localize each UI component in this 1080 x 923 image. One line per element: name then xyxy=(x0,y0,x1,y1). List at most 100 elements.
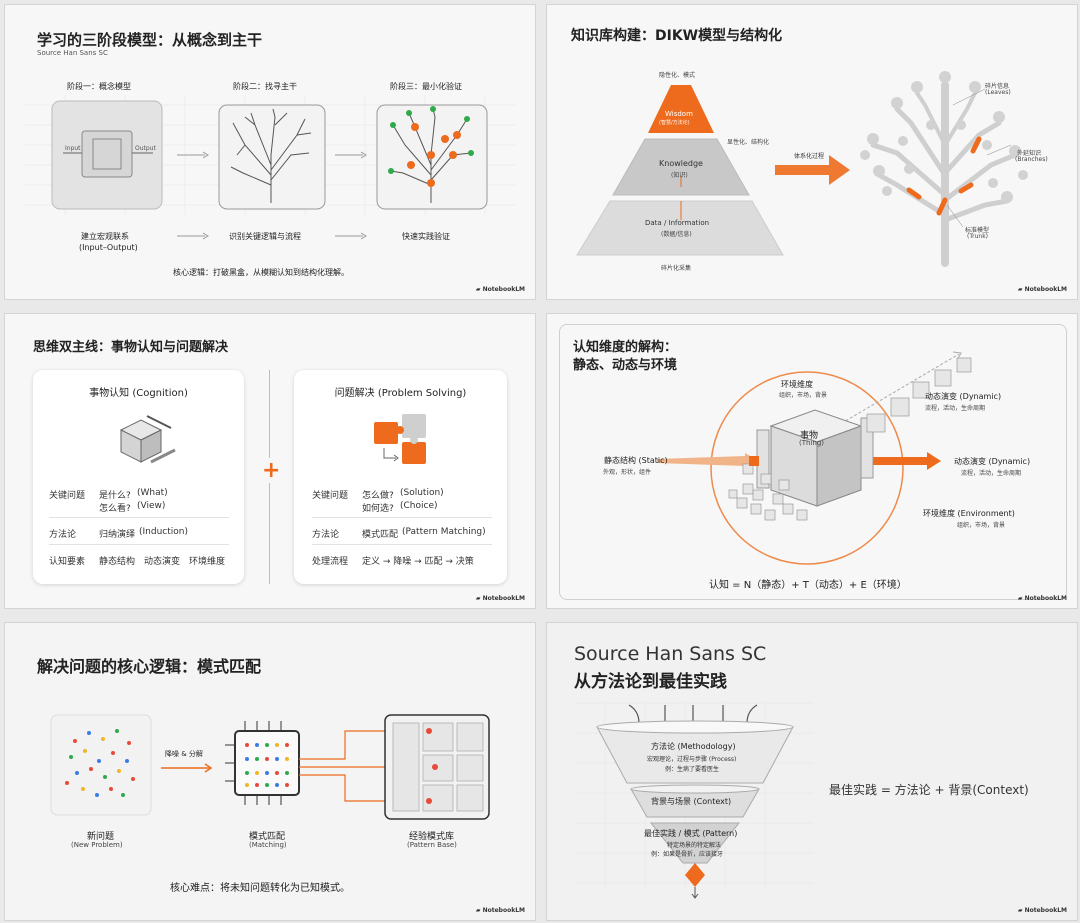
knowledge-tree xyxy=(870,81,1018,267)
cognition-method-en: (Induction) xyxy=(139,527,188,537)
notebooklm-badge: NotebookLM xyxy=(476,907,525,914)
notebooklm-badge: NotebookLM xyxy=(1018,286,1067,293)
card-title: 问题解决 (Problem Solving) xyxy=(334,388,467,399)
dynamic-mid-sub: 流程，活动，生命周期 xyxy=(961,470,1022,477)
slide-title-line-2: 从方法论到最佳实践 xyxy=(574,672,727,692)
slide-title-line-1: 认知维度的解构： xyxy=(573,340,678,355)
thing-label: 事物 xyxy=(800,431,819,441)
cognition-method: 归纳演绎 xyxy=(99,530,136,540)
process-arrow xyxy=(775,155,850,185)
formula: 认知 = N（静态）+ T（动态）+ E（环境） xyxy=(709,580,907,591)
stage-three-label: 阶段三：最小化验证 xyxy=(390,82,462,91)
label-wisdom: Wisdom xyxy=(665,110,693,118)
label-trunk-en: (Trunk) xyxy=(967,233,989,240)
slide-footer: 核心逻辑：打破黑盒，从模糊认知到结构化理解。 xyxy=(173,268,349,277)
label-implicit: 隐性化、模式 xyxy=(659,72,696,79)
stages-diagram xyxy=(25,95,515,240)
label-branches: 外延知识 xyxy=(1017,150,1042,157)
thing-label-en: (Thing) xyxy=(799,439,824,447)
cognition-card: 事物认知 (Cognition) 关键问题 是什么? (What) 怎么看? (… xyxy=(33,370,244,584)
label-knowledge-cn: (知识) xyxy=(671,172,688,179)
cognition-question-1-en: (What) xyxy=(137,488,168,498)
funnel-bottom xyxy=(649,822,741,864)
label-data: Data / Information xyxy=(645,219,710,227)
caption-stage-one: 建立宏观联系 xyxy=(81,232,129,241)
divider xyxy=(49,544,229,545)
slide-pattern-matching[interactable]: 解决问题的核心逻辑：模式匹配 xyxy=(4,622,536,921)
slide-cognition-dimensions[interactable]: 认知维度的解构： 静态、动态与环境 环境维度 组织，市场，背景 事物 (Thi xyxy=(546,313,1078,609)
pyramid-data-layer xyxy=(576,200,784,256)
pattern-title: 最佳实践 / 模式 (Pattern) xyxy=(644,829,738,838)
solving-method-en: (Pattern Matching) xyxy=(402,527,486,537)
pyramid-knowledge-layer xyxy=(612,138,750,196)
stage-one-label: 阶段一：概念模型 xyxy=(67,82,131,91)
row-key-label: 关键问题 xyxy=(312,491,349,501)
dynamic-arrow xyxy=(847,452,941,470)
label-trunk: 标准模型 xyxy=(965,227,990,234)
trunk-panel xyxy=(218,104,326,210)
slide-dual-thinking[interactable]: 思维双主线：事物认知与问题解决 事物认知 (Cognition) 关键问题 是什… xyxy=(4,313,536,609)
plus-sign: + xyxy=(260,458,283,483)
label-knowledge: Knowledge xyxy=(659,159,703,168)
element-dynamic: 动态演变 xyxy=(144,557,181,567)
label-branches-en: (Branches) xyxy=(1015,156,1048,163)
pattern-base-label-en: (Pattern Base) xyxy=(407,841,457,849)
caption-stage-one-sub: (Input–Output) xyxy=(79,243,138,252)
env-top-label: 环境维度 xyxy=(781,380,813,389)
element-environment: 环境维度 xyxy=(189,557,226,567)
element-static: 静态结构 xyxy=(99,557,136,567)
row-method-label: 方法论 xyxy=(312,530,340,540)
slide-title: 解决问题的核心逻辑：模式匹配 xyxy=(37,657,262,676)
label-fragment: 碎片化采集 xyxy=(661,265,692,272)
new-problem-label: 新问题 xyxy=(87,832,115,842)
solving-question-1-en: (Solution) xyxy=(400,488,444,498)
env-bottom-sub: 组织，市场，背景 xyxy=(957,522,1006,529)
arrow-label: 体系化过程 xyxy=(794,153,825,160)
label-explicit: 显性化、结构化 xyxy=(727,139,770,146)
solving-process: 定义 → 降噪 → 匹配 → 决策 xyxy=(362,557,474,567)
notebooklm-badge: NotebookLM xyxy=(1018,907,1067,914)
slide-learning-stages[interactable]: 学习的三阶段模型：从概念到主干 Source Han Sans SC 阶段一：概… xyxy=(4,4,536,300)
label-leaves-en: (Leaves) xyxy=(985,89,1011,96)
label-data-cn: (数据/信息) xyxy=(661,231,692,238)
solving-question-2: 如何选? xyxy=(362,504,394,514)
divider xyxy=(312,544,492,545)
matching-label: 模式匹配 xyxy=(249,832,286,842)
card-title: 事物认知 (Cognition) xyxy=(89,388,188,399)
slide-best-practice[interactable]: Source Han Sans SC 从方法论到最佳实践 方法论 (Method… xyxy=(546,622,1078,921)
slide-dikw[interactable]: 知识库构建：DIKW模型与结构化 xyxy=(546,4,1078,300)
slide-title: 思维双主线：事物认知与问题解决 xyxy=(33,340,229,355)
slide-subtitle: Source Han Sans SC xyxy=(37,49,108,57)
output-label: Output xyxy=(135,145,156,152)
env-top-sub: 组织，市场，背景 xyxy=(779,392,828,399)
caption-stage-three: 快速实践验证 xyxy=(402,232,450,241)
dynamic-top-label: 动态演变 (Dynamic) xyxy=(925,392,1002,401)
static-label: 静态结构 (Static) xyxy=(604,456,668,465)
pattern-sub-1: 特定场景的特定解法 xyxy=(667,842,722,849)
methodology-sub-2: 例：生病了要看医生 xyxy=(665,766,720,773)
row-process-label: 处理流程 xyxy=(312,557,349,567)
cognition-diagram xyxy=(657,351,972,565)
methodology-sub-1: 宏观理论，过程与步骤 (Process) xyxy=(647,756,737,763)
new-problem-label-en: (New Problem) xyxy=(71,841,123,849)
caption-stage-two: 识别关键逻辑与流程 xyxy=(229,232,301,241)
row-method-label: 方法论 xyxy=(49,530,77,540)
cube-caliper-icon xyxy=(119,415,176,464)
dynamic-top-sub: 流程，活动，生命周期 xyxy=(925,405,986,412)
divider xyxy=(49,517,229,518)
arrow-label: 降噪 & 分解 xyxy=(165,750,203,758)
label-wisdom-cn: (智慧/方法论) xyxy=(659,120,690,126)
static-sub: 外观，形状，组件 xyxy=(603,469,652,476)
output-diamond xyxy=(685,863,705,887)
new-problem-panel xyxy=(50,714,152,816)
context-title: 背景与场景 (Context) xyxy=(651,797,732,806)
dynamic-mid-label: 动态演变 (Dynamic) xyxy=(954,457,1031,466)
solving-question-2-en: (Choice) xyxy=(400,501,438,511)
matching-diagram xyxy=(50,714,490,820)
row-elements-label: 认知要素 xyxy=(49,557,86,567)
slide-title: 学习的三阶段模型：从概念到主干 xyxy=(37,31,263,49)
row-key-label: 关键问题 xyxy=(49,491,86,501)
input-label: Input xyxy=(65,145,81,152)
dikw-pyramid xyxy=(576,71,1028,267)
node-dot xyxy=(411,123,419,131)
